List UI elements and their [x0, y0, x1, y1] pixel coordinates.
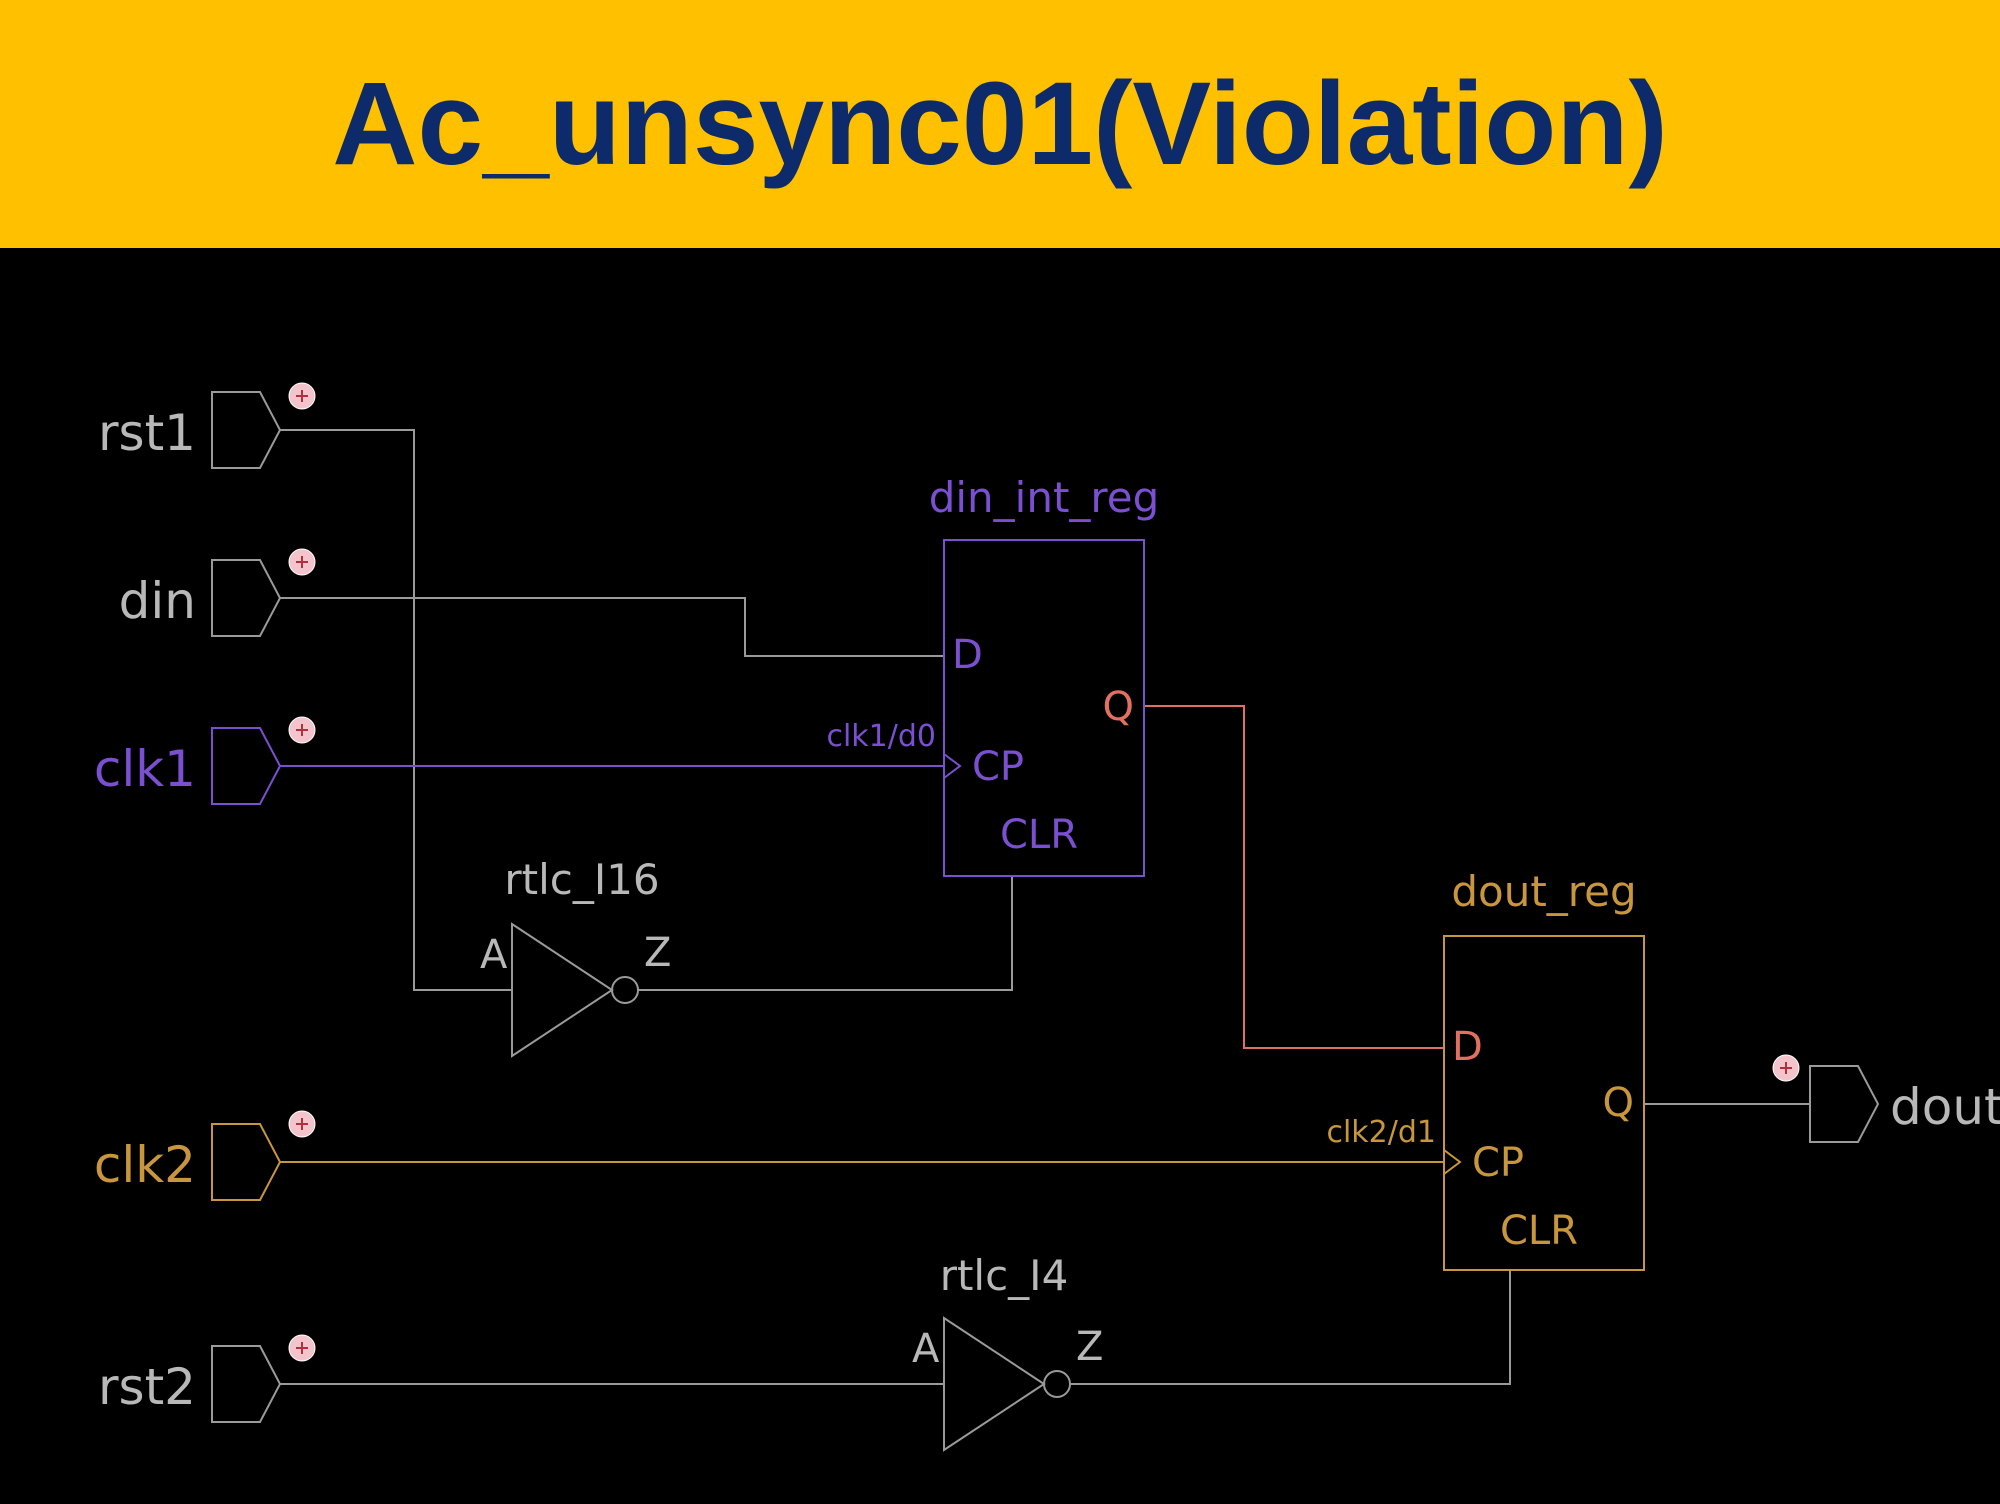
dout-reg-name: dout_reg	[1451, 867, 1636, 916]
port-labels: rst1 din clk1 clk2 rst2 dout	[94, 404, 2000, 1416]
port-rst2-shape	[211, 1345, 282, 1423]
schematic-diagram: rst1 din clk1 clk2 rst2 dout din_int_reg…	[94, 382, 2000, 1452]
schematic-canvas: rst1 din clk1 clk2 rst2 dout din_int_reg…	[0, 248, 2000, 1500]
din-int-reg-body	[943, 539, 1145, 877]
slide-title: Ac_unsync01(Violation)	[332, 58, 1668, 190]
dout-reg-clock-label: clk2/d1	[1326, 1115, 1436, 1150]
rtlc-I4-bubble	[1043, 1370, 1071, 1398]
rtlc-I4-name: rtlc_I4	[940, 1251, 1069, 1300]
rtlc-I16-pin-a: A	[480, 932, 508, 978]
port-rst1-shape	[211, 391, 282, 469]
rtlc-I4-triangle	[943, 1316, 1046, 1452]
rtlc-I16-inverter: rtlc_I16 A Z	[480, 855, 671, 1058]
marker-rst2-icon	[288, 1334, 316, 1362]
port-label-dout: dout	[1890, 1078, 2000, 1136]
din-int-reg-clock-triangle	[943, 753, 962, 779]
port-label-rst2: rst2	[98, 1358, 196, 1416]
rtlc-I16-name: rtlc_I16	[504, 855, 659, 904]
marker-rst1-icon	[288, 382, 316, 410]
din-int-reg-pin-q: Q	[1103, 684, 1134, 730]
dout-reg-block: dout_reg D CP CLR Q clk2/d1	[1326, 867, 1645, 1271]
input-ports	[211, 391, 1880, 1423]
wire-din-to-din-int-reg-d	[280, 597, 944, 657]
wire-rtlc-I4-z-to-dout-reg-clr	[1070, 1270, 1511, 1385]
rtlc-I4-pin-z: Z	[1076, 1324, 1103, 1370]
wire-din-int-reg-q-to-dout-reg-d	[1144, 705, 1444, 1049]
din-int-reg-name: din_int_reg	[929, 473, 1160, 522]
port-label-din: din	[119, 572, 196, 630]
din-int-reg-block: din_int_reg D CP CLR Q clk1/d0	[826, 473, 1160, 877]
rtlc-I4-inverter: rtlc_I4 A Z	[912, 1251, 1103, 1452]
marker-clk1-icon	[288, 716, 316, 744]
port-markers	[288, 382, 1800, 1362]
title-banner: Ac_unsync01(Violation)	[0, 0, 2000, 248]
dout-reg-body	[1443, 935, 1645, 1271]
din-int-reg-pin-cp: CP	[972, 744, 1024, 790]
port-label-rst1: rst1	[98, 404, 196, 462]
marker-clk2-icon	[288, 1110, 316, 1138]
din-int-reg-pin-clr: CLR	[1000, 812, 1078, 858]
rtlc-I16-pin-z: Z	[644, 930, 671, 976]
dout-reg-pin-clr: CLR	[1500, 1208, 1578, 1254]
dout-reg-pin-cp: CP	[1472, 1140, 1524, 1186]
wire-rst1-to-rtlc-I16	[280, 429, 512, 991]
rtlc-I16-bubble	[611, 976, 639, 1004]
port-clk1-shape	[211, 727, 282, 805]
rtlc-I16-triangle	[511, 922, 614, 1058]
din-int-reg-clock-label: clk1/d0	[826, 719, 936, 754]
wire-rtlc-I16-z-to-din-int-reg-clr	[638, 876, 1013, 991]
dout-reg-pin-q: Q	[1603, 1080, 1634, 1126]
port-din-shape	[211, 559, 282, 637]
din-int-reg-pin-d: D	[952, 632, 983, 678]
rtlc-I4-pin-a: A	[912, 1326, 940, 1372]
dout-reg-clock-triangle	[1443, 1149, 1462, 1175]
dout-reg-pin-d: D	[1452, 1024, 1483, 1070]
marker-din-icon	[288, 548, 316, 576]
port-clk2-shape	[211, 1123, 282, 1201]
port-dout-shape	[1809, 1065, 1880, 1143]
port-label-clk1: clk1	[94, 740, 196, 798]
port-label-clk2: clk2	[94, 1136, 196, 1194]
marker-dout-icon	[1772, 1054, 1800, 1082]
wires	[280, 429, 1810, 1385]
